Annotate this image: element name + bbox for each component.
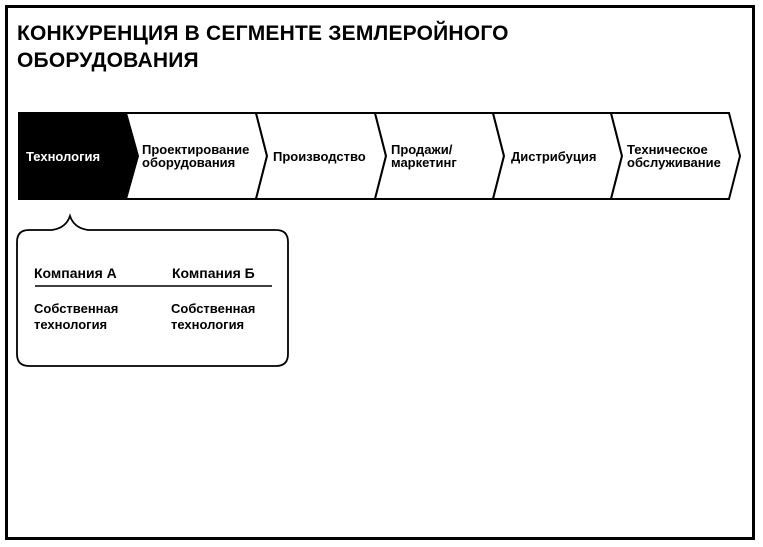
company-a-header: Компания А — [34, 265, 117, 281]
chain-step-design: Проектирование оборудования — [142, 142, 250, 170]
company-b-header: Компания Б — [172, 265, 255, 281]
chain-step-technology: Технология — [26, 148, 101, 164]
chain-step-sales: Продажи/ маркетинг — [391, 142, 457, 170]
diagram-frame — [5, 5, 755, 540]
page-title: КОНКУРЕНЦИЯ В СЕГМЕНТЕ ЗЕМЛЕРОЙНОГО ОБОР… — [17, 22, 509, 72]
company-b-value: Собственная технология — [171, 301, 256, 332]
chain-step-service: Техническое обслуживание — [627, 142, 721, 170]
chain-step-distribution: Дистрибуция — [511, 148, 597, 164]
chain-step-shape-service — [609, 112, 742, 200]
chain-step-production: Производство — [273, 148, 366, 164]
company-a-value: Собственная технология — [34, 301, 119, 332]
